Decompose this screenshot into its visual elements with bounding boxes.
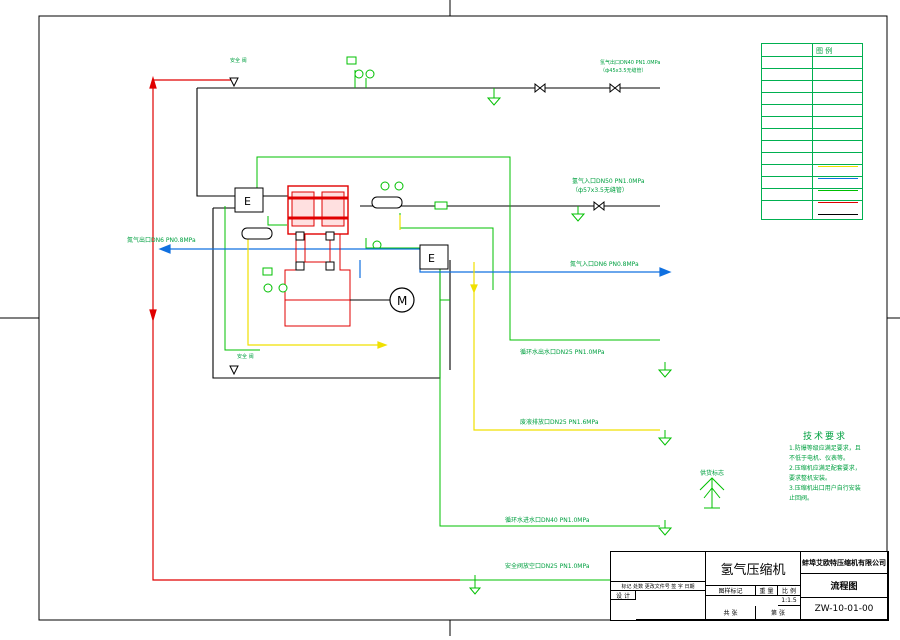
drawing-number: ZW-10-01-00 bbox=[801, 598, 888, 620]
h2-outlet-label: 氢气出口DN40 PN1.0MPa bbox=[600, 59, 660, 66]
safety-vent-line bbox=[149, 75, 460, 581]
drawing-frame bbox=[38, 15, 888, 621]
sheets-total: 共 张 bbox=[706, 606, 756, 620]
scale-value: 1:1.5 bbox=[778, 596, 801, 606]
outlet-valves bbox=[534, 82, 621, 212]
legend-row bbox=[762, 176, 862, 177]
h2-outlet-spec: （ф45x3.5无缝管） bbox=[600, 67, 647, 74]
safety-valve-bottom-label: 安全 阀 bbox=[237, 353, 254, 360]
drain-symbols bbox=[486, 88, 673, 536]
cooler-2 bbox=[419, 244, 449, 270]
compressor-instruments bbox=[262, 267, 288, 293]
legend-row bbox=[762, 80, 862, 81]
note-item: 2.压缩机应满足配套要求，要求整机安装。 bbox=[789, 465, 861, 482]
legend-row bbox=[762, 152, 862, 153]
legend-row bbox=[762, 104, 862, 105]
cooler-1 bbox=[234, 187, 264, 213]
safety-valve-top-label: 安全 阀 bbox=[230, 57, 247, 64]
vent-outlet-label: 安全阀放空口DN25 PN1.0MPa bbox=[505, 562, 590, 570]
drain-outlet-label: 废液排放口DN25 PN1.6MPa bbox=[520, 418, 599, 426]
legend-line-sample bbox=[818, 166, 858, 167]
revision-grid bbox=[611, 552, 706, 582]
legend-row bbox=[762, 188, 862, 189]
legend-line-sample bbox=[818, 214, 858, 215]
scale-header: 比 例 bbox=[778, 586, 801, 596]
legend-row bbox=[762, 56, 862, 57]
design-label: 设 计 bbox=[611, 591, 636, 600]
legend-row bbox=[762, 128, 862, 129]
cooling-water-outlet-label: 循环水出水口DN25 PN1.0MPa bbox=[520, 348, 605, 356]
cooling-water-lines bbox=[224, 156, 660, 527]
weight-header: 重 量 bbox=[756, 586, 778, 596]
motor-icon bbox=[389, 287, 415, 313]
mark-header: 图样标记 bbox=[706, 586, 756, 596]
legend: 图 例 bbox=[761, 43, 863, 220]
filter bbox=[434, 201, 448, 210]
title-block: 标记 处数 更改文件号 签 字 日期 设 计 氢气压缩机 图样标记 重 量 比 … bbox=[610, 551, 889, 621]
legend-line-sample bbox=[818, 190, 858, 191]
sheet-number: 第 张 bbox=[756, 606, 801, 620]
legend-line-sample bbox=[818, 178, 858, 179]
h2-inlet-spec: （ф57x3.5无缝管） bbox=[572, 186, 628, 194]
safety-valve-symbols bbox=[229, 77, 239, 376]
compressor-valves bbox=[295, 231, 335, 271]
legend-divider bbox=[812, 44, 813, 219]
technical-notes: 技术要求 1.防爆等级应满足要求，且不低于电机、仪表等。 2.压缩机应满足配套要… bbox=[789, 432, 861, 504]
n2-outlet-label: 氮气出口DN6 PN0.8MPa bbox=[127, 236, 196, 244]
separator-1 bbox=[241, 227, 273, 240]
pressure-gauges-top bbox=[346, 56, 404, 250]
h2-inlet-label: 氢气入口DN50 PN1.0MPa bbox=[572, 177, 645, 185]
company-name: 蚌埠艾欧特压缩机有限公司 bbox=[801, 552, 888, 574]
signature-area bbox=[636, 591, 706, 620]
cooling-water-inlet-label: 循环水进水口DN40 PN1.0MPa bbox=[505, 516, 590, 524]
revision-header: 标记 处数 更改文件号 签 字 日期 bbox=[611, 582, 706, 591]
legend-row bbox=[762, 164, 862, 165]
notes-title: 技术要求 bbox=[802, 432, 847, 442]
liquid-drain-line bbox=[247, 215, 660, 431]
n2-inlet-label: 氮气入口DN6 PN0.8MPa bbox=[570, 260, 639, 268]
legend-line-sample bbox=[818, 202, 858, 203]
legend-row bbox=[762, 116, 862, 117]
legend-row bbox=[762, 140, 862, 141]
supply-mark-label: 供货标志 bbox=[700, 469, 724, 477]
product-name: 氢气压缩机 bbox=[706, 552, 801, 586]
note-item: 3.压缩机出口用户自行安装止回阀。 bbox=[789, 485, 861, 502]
legend-row bbox=[762, 200, 862, 201]
vent-drain-symbol bbox=[468, 575, 482, 595]
note-item: 1.防爆等级应满足要求，且不低于电机、仪表等。 bbox=[789, 445, 861, 462]
legend-row bbox=[762, 68, 862, 69]
motor-label: M bbox=[397, 294, 407, 308]
cooler-2-label: E bbox=[428, 252, 435, 265]
legend-row bbox=[762, 92, 862, 93]
separator-2 bbox=[371, 196, 403, 209]
cooler-1-label: E bbox=[244, 195, 251, 208]
supply-mark-icon bbox=[699, 477, 725, 509]
legend-title: 图 例 bbox=[816, 47, 833, 55]
drawing-type: 流程图 bbox=[801, 574, 888, 598]
compressor-unit bbox=[284, 185, 390, 327]
